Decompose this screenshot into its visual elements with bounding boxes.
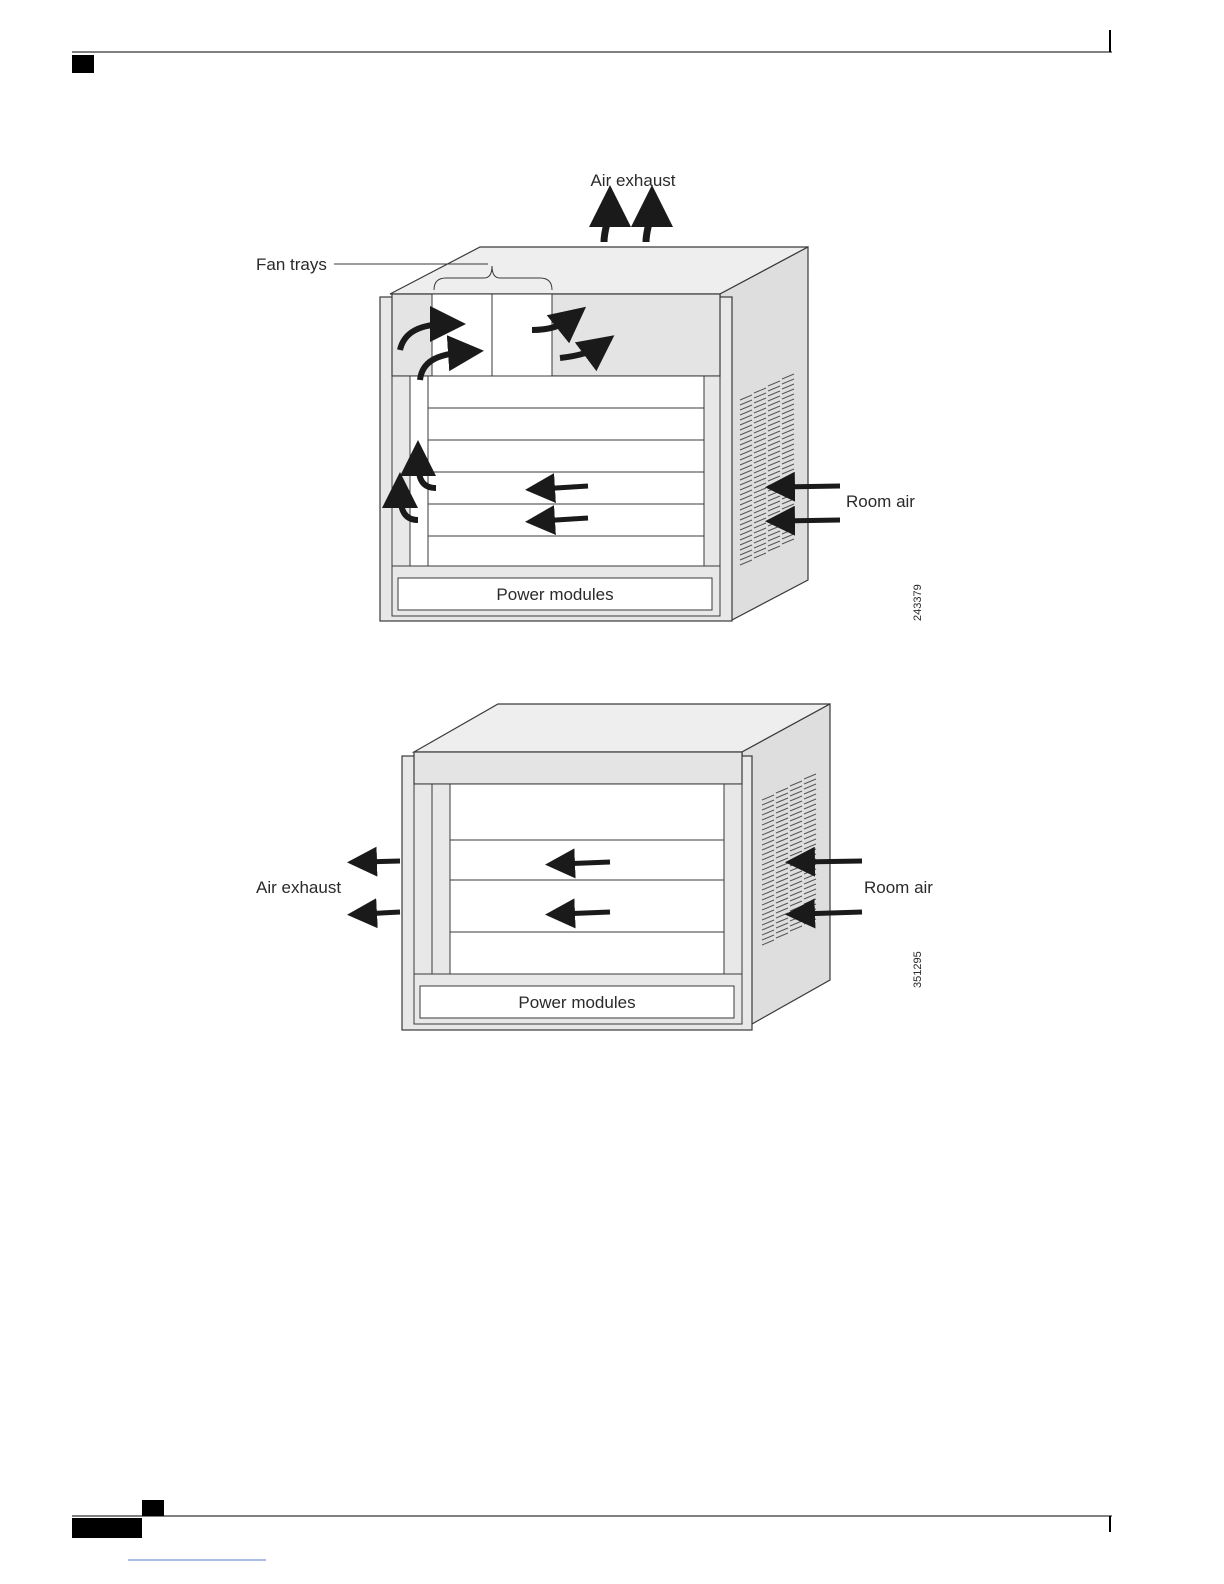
page-header: [72, 30, 1112, 73]
room-air-label: Room air: [864, 878, 933, 897]
power-modules-label: Power modules: [496, 585, 613, 604]
figure-1-chassis-airflow: Air exhaust Fan trays Room air Power mod…: [256, 171, 924, 621]
air-exhaust-label: Air exhaust: [256, 878, 341, 897]
figure-id: 243379: [912, 584, 924, 621]
fan-trays-label: Fan trays: [256, 255, 327, 274]
figure-2-chassis-airflow: Air exhaust Room air Power modules 35129…: [256, 704, 933, 1030]
header-marker: [72, 55, 94, 73]
module-slots: [428, 376, 704, 566]
page-footer: [72, 1500, 1112, 1560]
footer-marker: [142, 1500, 164, 1516]
exhaust-arrows: [362, 861, 400, 914]
module-slots: [450, 784, 724, 974]
air-exhaust-label: Air exhaust: [590, 171, 675, 190]
figure-id: 351295: [912, 951, 924, 988]
footer-page-tab: [72, 1518, 142, 1538]
power-modules-label: Power modules: [518, 993, 635, 1012]
room-air-label: Room air: [846, 492, 915, 511]
exhaust-arrows: [604, 206, 652, 242]
